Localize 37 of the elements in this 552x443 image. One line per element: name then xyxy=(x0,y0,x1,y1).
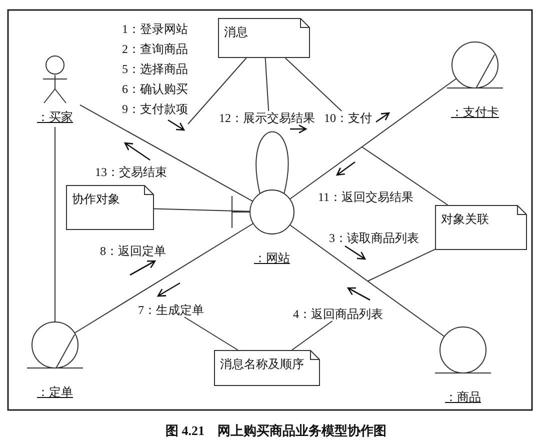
link-line xyxy=(289,78,457,200)
link-line xyxy=(54,126,56,322)
leader-line xyxy=(188,58,247,124)
uml-note: 协作对象 xyxy=(66,185,154,230)
message-label: 13：交易结束 xyxy=(95,165,167,179)
uml-note: 消息名称及顺序 xyxy=(214,350,320,386)
message-label: 4：返回商品列表 xyxy=(293,307,383,321)
message-label: 2：查询商品 xyxy=(122,42,188,56)
leader-line xyxy=(284,58,342,112)
message-label: 12：展示交易结果 xyxy=(219,111,315,125)
link-line xyxy=(80,104,254,202)
link-line xyxy=(289,224,445,337)
message-label: 1：登录网站 xyxy=(122,22,188,36)
uml-note: 对象关联 xyxy=(435,205,527,250)
leader-line xyxy=(362,146,448,206)
object-name: ：买家 xyxy=(36,109,74,126)
leader-line xyxy=(264,58,270,112)
message-label: 7：生成定单 xyxy=(138,303,204,317)
link-line xyxy=(74,223,254,334)
message-label: 11：返回交易结果 xyxy=(318,190,414,204)
leader-line xyxy=(292,320,333,350)
self-link-line xyxy=(256,131,289,194)
object-name: ：定单 xyxy=(36,384,74,401)
uml-note: 消息 xyxy=(218,18,310,58)
message-label: 8：返回定单 xyxy=(100,244,166,258)
message-label: 5：选择商品 xyxy=(122,62,188,76)
leader-line xyxy=(368,248,436,282)
object-name: ：商品 xyxy=(444,389,482,406)
object-name: ：支付卡 xyxy=(450,104,500,121)
message-label: 6：确认购买 xyxy=(122,82,188,96)
leader-line xyxy=(154,208,250,212)
message-label: 3：读取商品列表 xyxy=(329,231,419,245)
message-label: 9：支付款项 xyxy=(122,102,188,116)
caption: 图 4.21 网上购买商品业务模型协作图 xyxy=(164,422,388,440)
message-label: 10：支付 xyxy=(324,111,372,125)
leader-line xyxy=(184,316,238,350)
object-name: ：网站 xyxy=(253,250,291,267)
